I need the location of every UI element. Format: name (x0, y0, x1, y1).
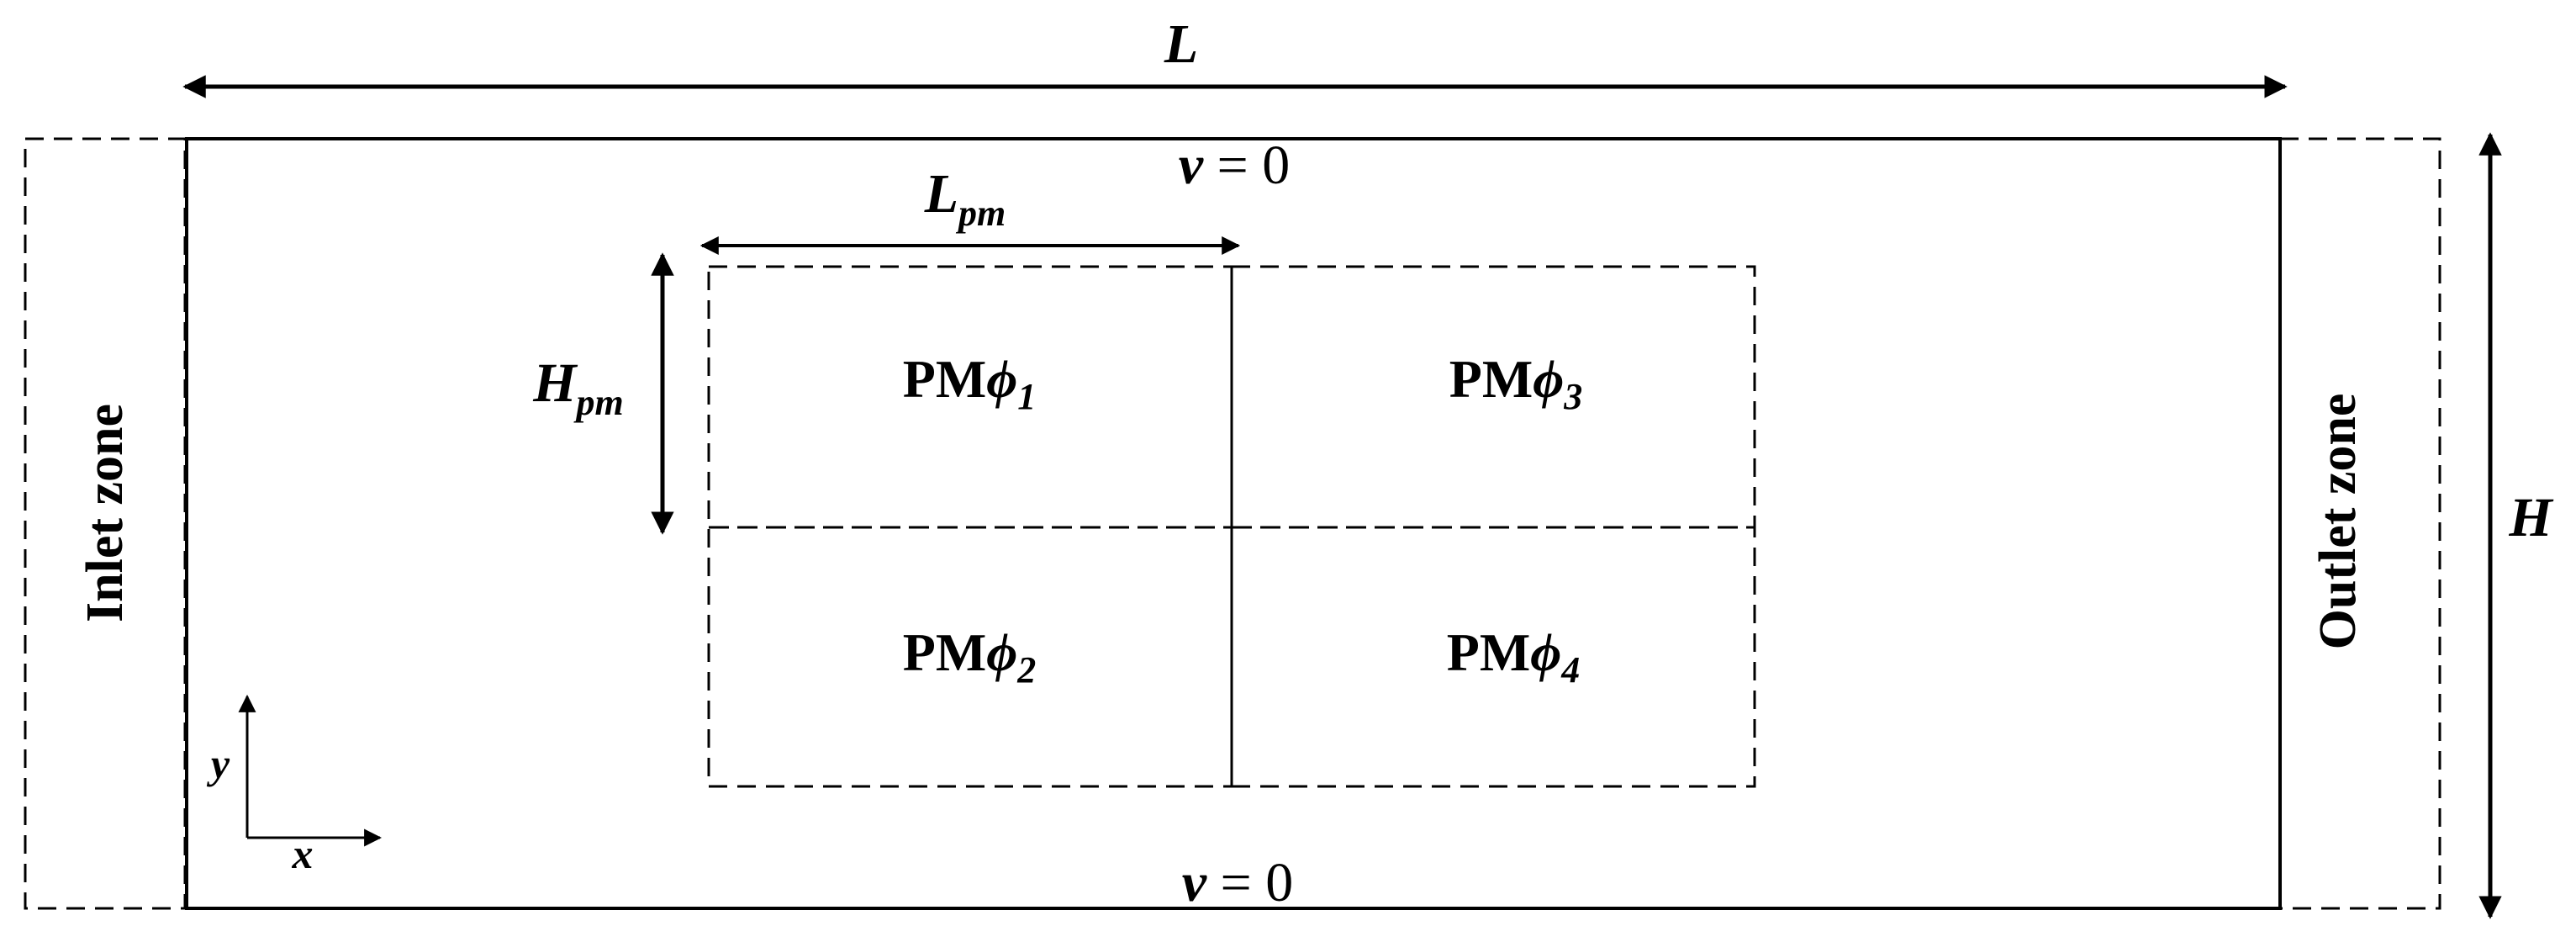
x-axis-label: x (292, 830, 314, 877)
pm-region-4-label: PMϕ4 (1447, 622, 1581, 691)
pm-region-2-label: PMϕ2 (903, 622, 1037, 691)
height-label: H (2508, 487, 2554, 548)
pm-region-2-box (707, 526, 1233, 788)
pm-height-label: Hpm (532, 352, 624, 423)
pm-length-label: Lpm (924, 163, 1006, 234)
outlet-zone-label: Outlet zone (2309, 394, 2367, 650)
bottom-boundary-condition: v = 0 (1182, 852, 1294, 913)
pm-region-4-box (1230, 526, 1756, 788)
y-axis-label: y (207, 740, 230, 787)
pm-region-1-label: PMϕ1 (903, 349, 1037, 417)
main-domain-box (185, 137, 2282, 910)
pm-region-3-label: PMϕ3 (1449, 349, 1583, 417)
inlet-zone-label: Inlet zone (77, 404, 134, 622)
top-boundary-condition: v = 0 (1179, 135, 1291, 196)
length-label: L (1164, 13, 1198, 75)
